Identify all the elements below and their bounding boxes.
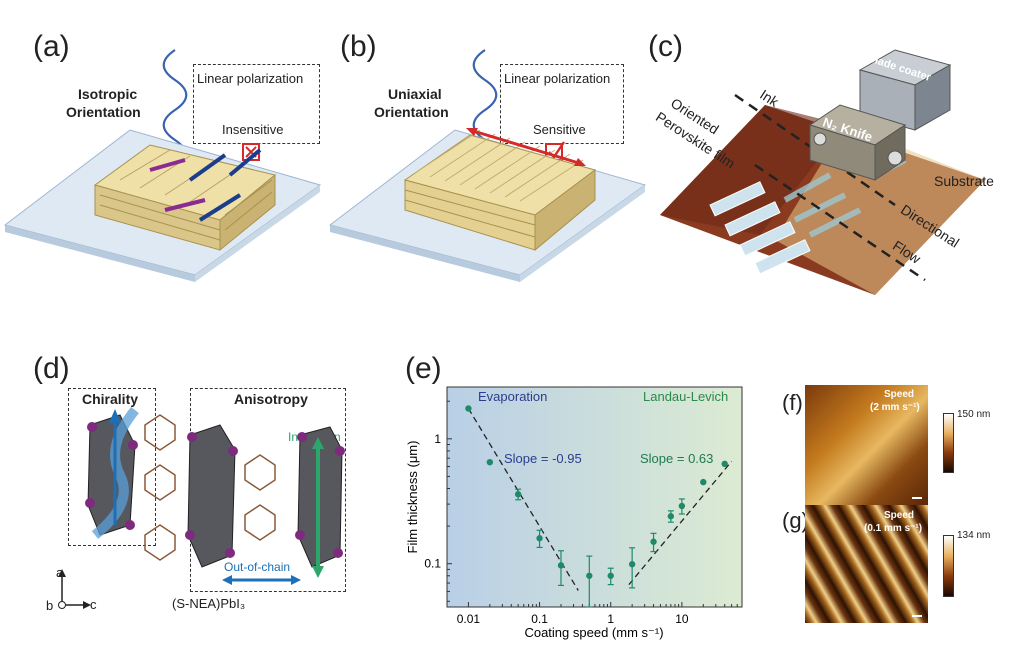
x-tick-label: 1	[607, 612, 614, 626]
panel-c-film-tiles	[709, 181, 811, 275]
data-point	[465, 405, 472, 412]
panel-a-blue-arrows	[188, 148, 262, 222]
data-point	[628, 561, 636, 568]
plot-background	[446, 386, 743, 608]
panel-c-illustration	[660, 49, 985, 295]
colorbar-g-max: 134 nm	[957, 530, 991, 541]
panel-b-title-line1: Uniaxial	[388, 86, 442, 102]
panel-f-speed-line2: (2 mm s⁻¹)	[870, 402, 920, 413]
panel-d-right-chain	[297, 426, 343, 578]
data-point	[607, 572, 614, 579]
panel-b-box-line1: Linear polarization	[504, 71, 611, 86]
y-tick-label: 0.1	[424, 557, 441, 571]
panel-b-illustration	[328, 49, 647, 282]
panel-a-title-line2: Orientation	[66, 104, 141, 120]
panel-f-speed-line1: Speed	[884, 389, 915, 400]
x-axis-label: Coating speed (mm s⁻¹)	[524, 625, 663, 640]
colorbar-f	[943, 413, 954, 473]
panel-d-axis-arrows	[58, 569, 91, 609]
afm-image-g	[805, 505, 928, 623]
panel-d-out-of-chain-arrow	[222, 575, 301, 585]
x-tick-label: 0.1	[531, 612, 548, 626]
x-tick-label: 10	[675, 612, 689, 626]
y-axis-label: Film thickness (μm)	[405, 441, 420, 554]
regime-label-left: Evaporation	[478, 389, 547, 404]
panel-d-organic-cations	[144, 414, 276, 561]
afm-scalebar-g	[912, 615, 922, 617]
panel-label-f: (f)	[782, 390, 803, 415]
panel-c-n2-knife	[808, 104, 907, 181]
fit-line-right	[628, 460, 733, 586]
panel-d-chirality-box	[68, 388, 156, 546]
panel-b-red-double-arrow	[466, 128, 586, 166]
panel-a-title-line1: Isotropic	[78, 86, 138, 102]
data-point	[650, 538, 657, 545]
panel-c-blade-coater	[858, 49, 952, 131]
x-tick-label: 0.01	[457, 612, 481, 626]
y-tick-label: 1	[434, 432, 441, 446]
afm-image-f	[805, 385, 928, 505]
panel-label-b: (b)	[340, 30, 377, 63]
panel-label-e: (e)	[405, 352, 442, 385]
panel-c-substrate-label: Substrate	[934, 173, 994, 189]
panel-g-speed-line1: Speed	[884, 510, 915, 521]
panel-label-d: (d)	[33, 352, 70, 385]
panel-a-illustration	[3, 49, 322, 282]
panel-d-left-chain	[87, 406, 139, 539]
colorbar-f-max: 150 nm	[957, 409, 991, 420]
panel-d-iodine-atoms	[85, 422, 345, 558]
panel-b-box-line2: Sensitive	[533, 122, 586, 137]
panel-d-formula: (S-NEA)PbI₃	[172, 596, 246, 611]
panel-c-dashed-lines	[734, 93, 926, 282]
regime-label-right: Landau-Levich	[643, 389, 728, 404]
data-point	[486, 458, 494, 466]
slope-right-label: Slope = 0.63	[640, 451, 713, 466]
data-point	[586, 572, 593, 579]
panel-a-box-line2: Insensitive	[222, 122, 284, 137]
panel-label-c: (c)	[648, 30, 683, 63]
panel-d-out-of-chain-label: Out-of-chain	[224, 560, 291, 574]
panel-b-crystal-stack	[403, 129, 597, 252]
colorbar-g	[943, 535, 954, 597]
slope-left-label: Slope = -0.95	[504, 451, 582, 466]
panel-d-anisotropy-label: Anisotropy	[234, 391, 308, 407]
panel-d-axis-a: a	[56, 565, 64, 580]
panel-b-title-line2: Orientation	[374, 104, 449, 120]
panel-d-center-chain	[187, 424, 236, 568]
panel-d-axis-b: b	[46, 598, 54, 613]
data-point	[667, 513, 675, 520]
panel-a-purple-arrows	[149, 158, 206, 212]
panel-a-box-line1: Linear polarization	[197, 71, 304, 86]
panel-label-g: (g)	[782, 508, 809, 533]
panel-d-axis-c: c	[90, 597, 97, 612]
data-point	[536, 535, 543, 542]
data-point	[557, 562, 565, 569]
panel-e-chart: 0.01 0.1 1 10 0.1 1 Evaporation Landau-Levich…	[405, 386, 743, 640]
panel-d-illustration	[58, 406, 345, 609]
panel-g-speed-line2: (0.1 mm s⁻¹)	[864, 523, 923, 534]
afm-scalebar-f	[912, 497, 922, 499]
panel-d-chirality-label: Chirality	[82, 391, 139, 407]
data-point	[678, 502, 686, 510]
panel-label-a: (a)	[33, 30, 70, 63]
data-point	[721, 460, 728, 468]
fit-line-left	[467, 408, 579, 591]
data-point	[700, 478, 707, 486]
data-point	[514, 491, 522, 498]
